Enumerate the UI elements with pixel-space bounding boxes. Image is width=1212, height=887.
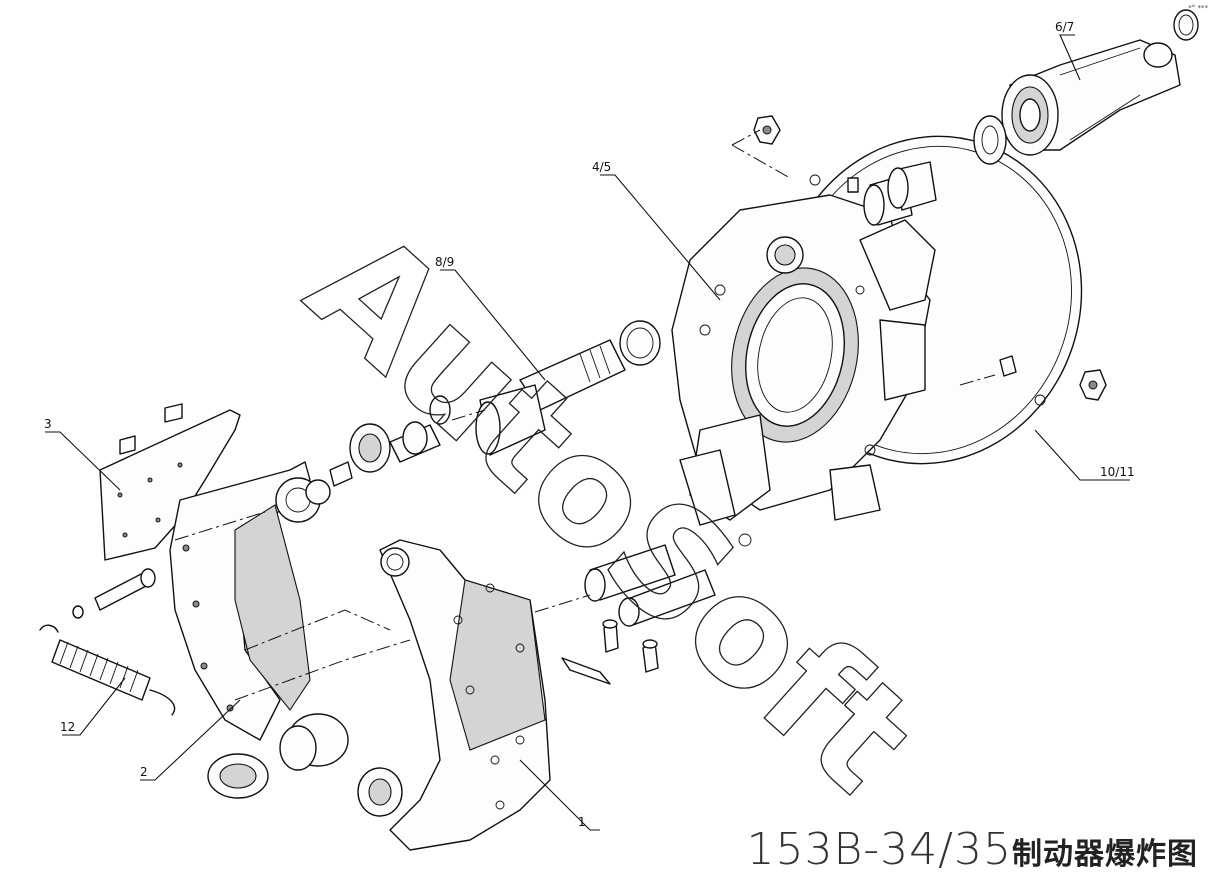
callout-10-11: 10/11 <box>1100 465 1135 479</box>
callout-4-5: 4/5 <box>592 160 611 174</box>
callout-12: 12 <box>60 720 75 734</box>
anchor-pin <box>72 568 156 619</box>
callout-labels: 1 2 3 4/5 6/7 8/9 10/11 12 <box>44 20 1135 829</box>
brake-lining <box>99 403 241 561</box>
assembly-axes <box>174 409 591 701</box>
brake-shoe-upper <box>169 461 349 771</box>
camshaft-bushing-set <box>329 395 451 487</box>
anchor-pin-bushings <box>863 161 937 226</box>
brake-shoe-lower <box>357 539 551 851</box>
shield-fasteners <box>731 115 1107 401</box>
camshaft <box>475 320 661 456</box>
callout-leaders <box>45 34 1130 831</box>
drawing-code: 153B-34/35 <box>746 824 1012 875</box>
drawing-name: 制动器爆炸图 <box>1012 837 1198 872</box>
grease-fittings <box>561 619 659 685</box>
cam-rollers <box>207 544 716 799</box>
brake-spider <box>671 194 936 547</box>
callout-3: 3 <box>44 417 52 431</box>
callout-1: 1 <box>578 815 586 829</box>
callout-8-9: 8/9 <box>435 255 454 269</box>
callout-2: 2 <box>140 765 148 779</box>
corner-mark: *° *** <box>1188 4 1208 12</box>
drawing-title: 153B-34/35制动器爆炸图 <box>747 824 1198 875</box>
slack-adjuster <box>973 9 1199 165</box>
return-spring <box>39 624 176 716</box>
callout-6-7: 6/7 <box>1055 20 1074 34</box>
